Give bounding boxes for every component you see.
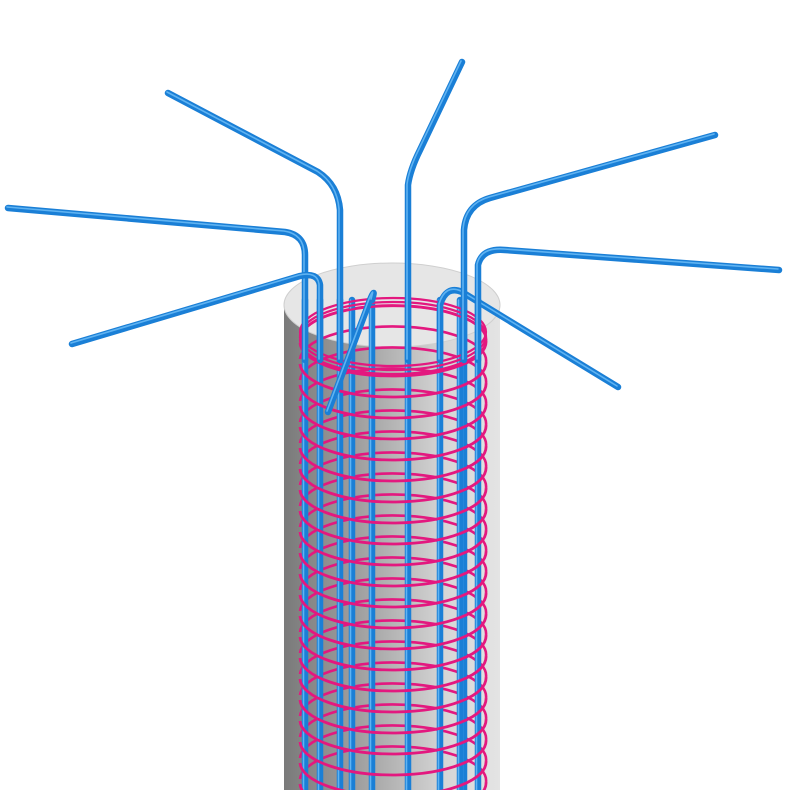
spiral-turn-front [298, 382, 488, 420]
spiral-turn-front [298, 445, 488, 483]
bent-bar-highlight [6, 206, 305, 360]
bent-bar [474, 246, 783, 364]
spiral-turn-front [298, 424, 488, 462]
spiral-turn-front [298, 613, 488, 651]
bent-bar-highlight [166, 91, 340, 360]
spiral-tie-front [298, 296, 488, 790]
spiral-turn-front [298, 718, 488, 756]
bent-bar-highlight [70, 273, 320, 360]
bent-bar-highlight [406, 60, 462, 360]
spiral-turn-front [298, 655, 488, 693]
spiral-turn-front [298, 487, 488, 525]
bent-bar-highlight [326, 291, 374, 412]
spiral-turn-front [298, 403, 488, 441]
bent-bar [324, 289, 377, 416]
bent-bar [404, 58, 466, 364]
spiral-turn-front [298, 508, 488, 546]
bent-bar-highlight [476, 247, 779, 360]
bent-bar [4, 204, 309, 364]
spiral-turn-front [298, 676, 488, 714]
spiral-turn-front [298, 592, 488, 630]
spiral-turn-front [298, 466, 488, 504]
bent-bar [68, 271, 324, 364]
spiral-turn-front [298, 529, 488, 567]
spiral-turn-front [298, 571, 488, 609]
bent-bar [460, 131, 719, 364]
bent-bar-ends [4, 58, 783, 416]
spiral-turn-front [298, 739, 488, 777]
spiral-turn-front [298, 760, 488, 790]
spiral-turn-front [298, 634, 488, 672]
spiral-turn-front [298, 550, 488, 588]
spiral-top-ring [298, 304, 488, 376]
spiral-turn-front [298, 361, 488, 399]
spiral-turn-front [298, 697, 488, 735]
bent-bar-highlight [462, 133, 715, 360]
